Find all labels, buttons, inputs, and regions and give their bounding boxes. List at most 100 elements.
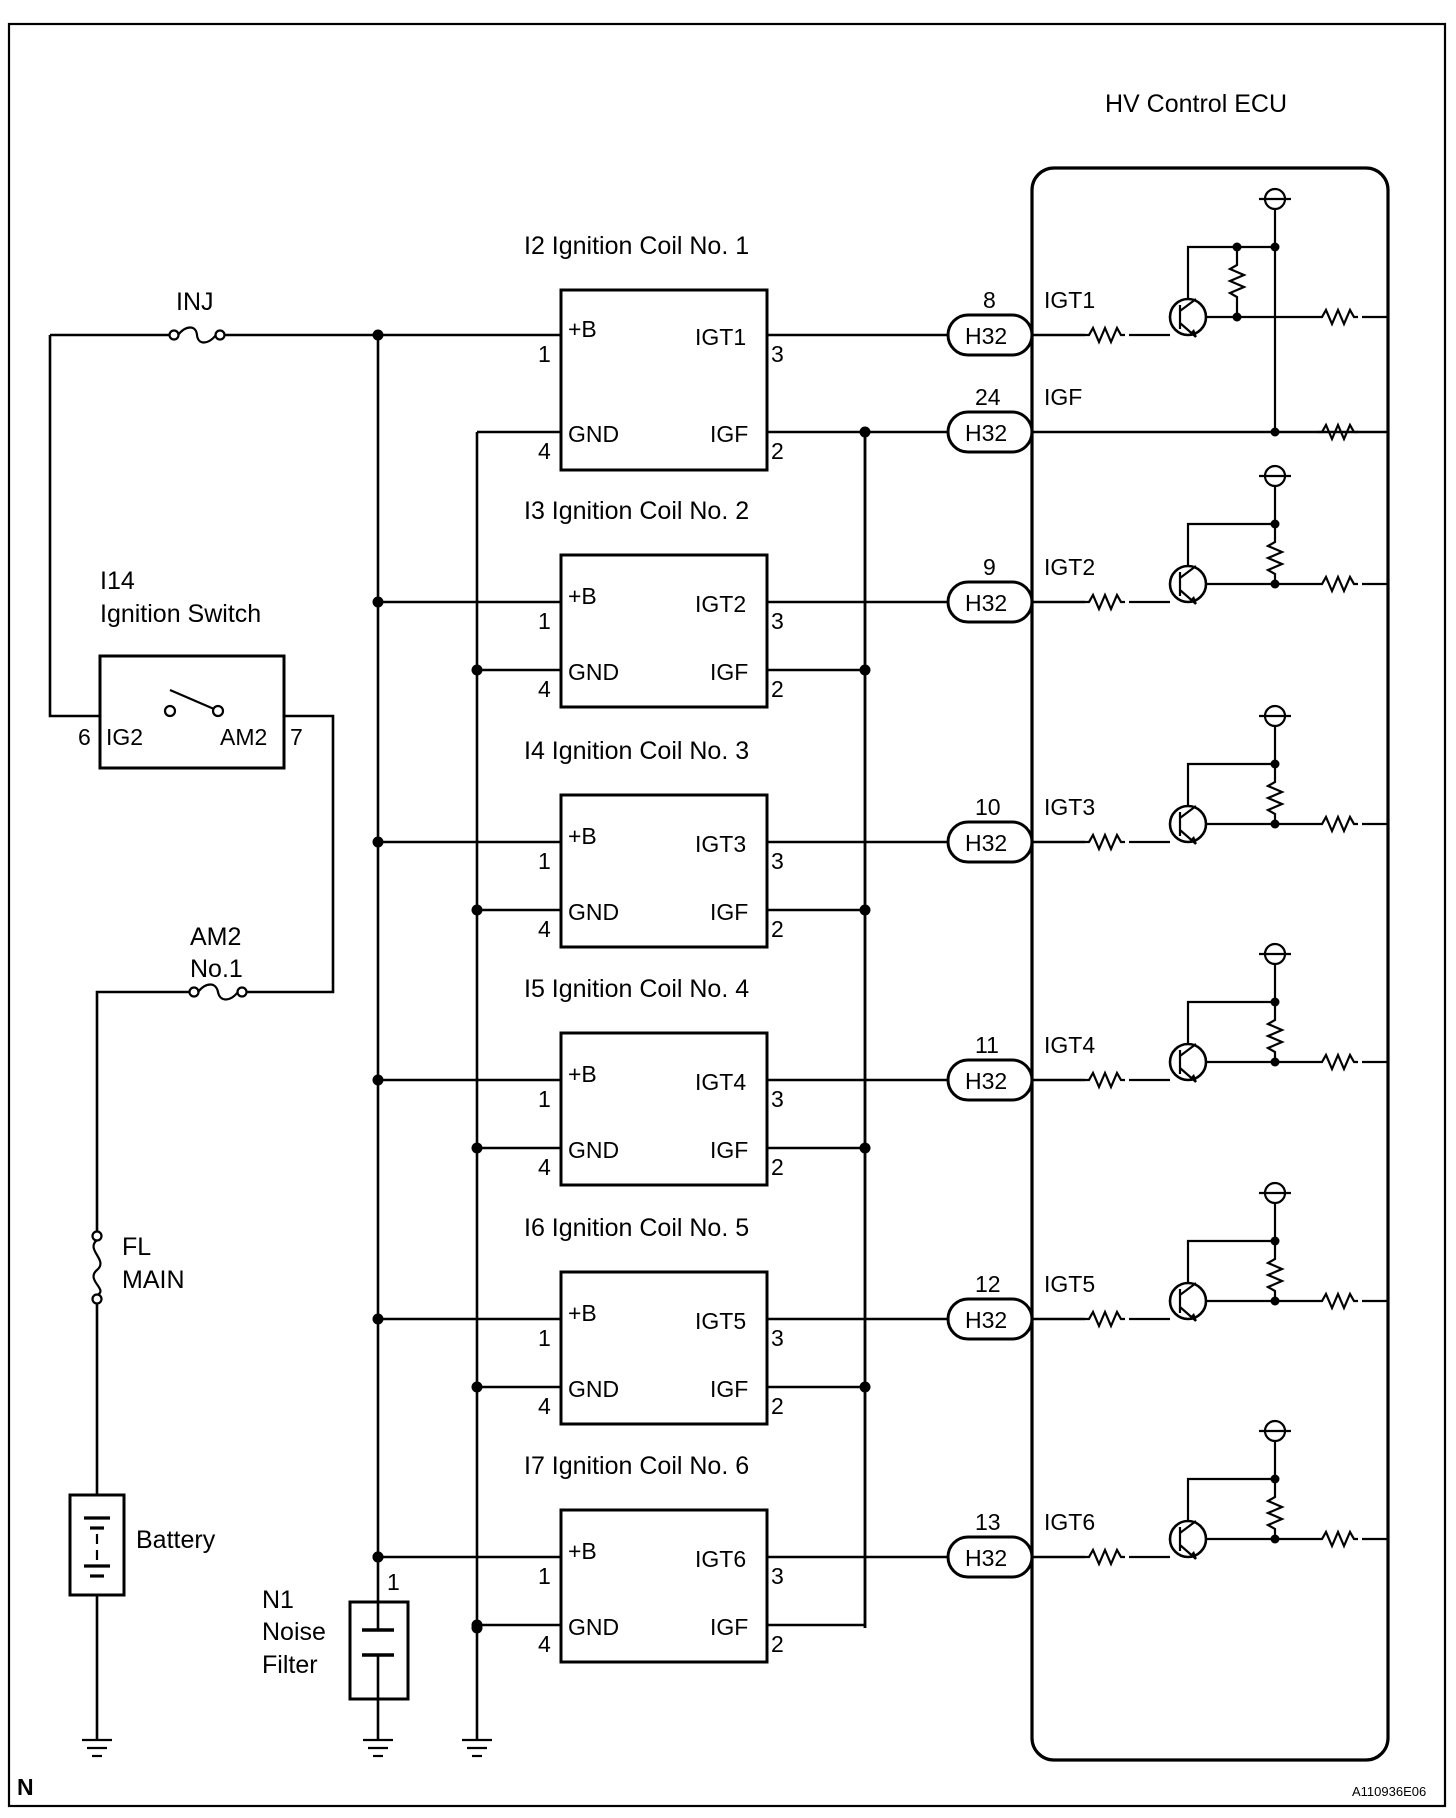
connector-pin: 10 (975, 794, 1001, 820)
inj-fuse-icon (168, 326, 226, 344)
junction-dot (372, 1313, 384, 1325)
ecu-driver-stage-1 (1085, 187, 1388, 442)
coil-pin-b: 1 (538, 341, 551, 367)
coil-igf-label: IGF (710, 1137, 748, 1163)
ignition-switch-id: I14 (100, 567, 135, 595)
capacitor-icon (362, 1557, 394, 1740)
ecu-signal-label: IGT2 (1044, 554, 1095, 580)
ecu-driver-stage-2 (1085, 464, 1388, 612)
resistor-icon (1318, 422, 1358, 442)
resistor-icon (1265, 1255, 1285, 1295)
emitter-arrow (1190, 596, 1197, 604)
coil-gnd-label: GND (568, 899, 619, 925)
resistor-icon (1318, 307, 1358, 327)
ecu-signal-label: IGT4 (1044, 1032, 1095, 1058)
coil-igf-label: IGF (710, 659, 748, 685)
coil-box (559, 1031, 769, 1187)
coil-gnd-label: GND (568, 1376, 619, 1402)
ecu-driver-stage-3 (1085, 704, 1388, 852)
fl-main-label-2: MAIN (122, 1266, 185, 1294)
coil-title: I5 Ignition Coil No. 4 (524, 975, 749, 1003)
connector-pin: 8 (983, 287, 996, 313)
coil-plus-b-label: +B (568, 1061, 597, 1087)
coil-pin-gnd: 4 (538, 1154, 551, 1180)
junction-dot (372, 329, 384, 341)
coil-igf-label: IGF (710, 421, 748, 447)
coil-box (559, 288, 769, 472)
coil-pin-b: 1 (538, 1086, 551, 1112)
connector-pin: 11 (975, 1032, 999, 1058)
coil-pin-igt: 3 (771, 1563, 784, 1589)
coil-pin-igf: 2 (771, 1393, 784, 1419)
ignition-switch-pin-6: 6 (78, 724, 91, 750)
junction-dot (1270, 579, 1280, 589)
resistor-icon (1265, 1016, 1285, 1056)
coil-pin-igf: 2 (771, 916, 784, 942)
collector-wire (1186, 1239, 1275, 1283)
fl-main-label-1: FL (122, 1233, 151, 1261)
am2-fuse-label-1: AM2 (190, 923, 241, 951)
connector-pin: 24 (975, 384, 1001, 410)
resistor-icon (1085, 1070, 1125, 1090)
coil-plus-b-label: +B (568, 316, 597, 342)
coil-plus-b-label: +B (568, 1300, 597, 1326)
junction-dot (1270, 819, 1280, 829)
fl-main-fusible-link-icon (91, 1230, 103, 1305)
connector-name: H32 (965, 1545, 1007, 1571)
resistor-icon (1318, 1291, 1358, 1311)
ignition-switch-am2-label: AM2 (220, 724, 267, 750)
coil-igt-label: IGT1 (695, 324, 746, 350)
am2-wire (95, 714, 335, 1232)
junction-dot (471, 1381, 483, 1393)
connector-pin: 13 (975, 1509, 1001, 1535)
coil-pin-gnd: 4 (538, 676, 551, 702)
junction-dot (471, 904, 483, 916)
resistor-icon (1085, 1309, 1125, 1329)
resistor-icon (1318, 1052, 1358, 1072)
battery-label: Battery (136, 1526, 216, 1554)
resistor-icon (1227, 261, 1247, 301)
ground-icon (462, 1738, 492, 1758)
coil-igt-label: IGT5 (695, 1308, 746, 1334)
resistor-icon (1265, 538, 1285, 578)
connector-name: H32 (965, 323, 1007, 349)
connector-name: H32 (965, 1307, 1007, 1333)
connector-name: H32 (965, 590, 1007, 616)
diagram-code: A110936E06 (1352, 1784, 1426, 1799)
ground-icon (82, 1738, 112, 1758)
am2-fuse-label-2: No.1 (190, 955, 243, 983)
ground-icon (363, 1738, 393, 1758)
junction-dot (372, 596, 384, 608)
connector-pin: 12 (975, 1271, 1001, 1297)
collector-wire (1186, 245, 1275, 299)
coil-box (559, 1508, 769, 1664)
coil-box (559, 553, 769, 709)
coil-pin-igf: 2 (771, 1154, 784, 1180)
ignition-switch-pin-7: 7 (290, 724, 303, 750)
junction-dot (372, 1551, 384, 1563)
resistor-icon (1085, 325, 1125, 345)
collector-wire (1186, 1477, 1275, 1521)
coil-pin-igt: 3 (771, 1086, 784, 1112)
coil-gnd-label: GND (568, 421, 619, 447)
coil-pin-igf: 2 (771, 1631, 784, 1657)
coil-title: I7 Ignition Coil No. 6 (524, 1452, 749, 1480)
ignition-switch-box (98, 654, 286, 770)
coil-pin-igt: 3 (771, 341, 784, 367)
coil-pin-igt: 3 (771, 608, 784, 634)
coil-pin-igt: 3 (771, 1325, 784, 1351)
ignition-switch-name: Ignition Switch (100, 600, 261, 628)
